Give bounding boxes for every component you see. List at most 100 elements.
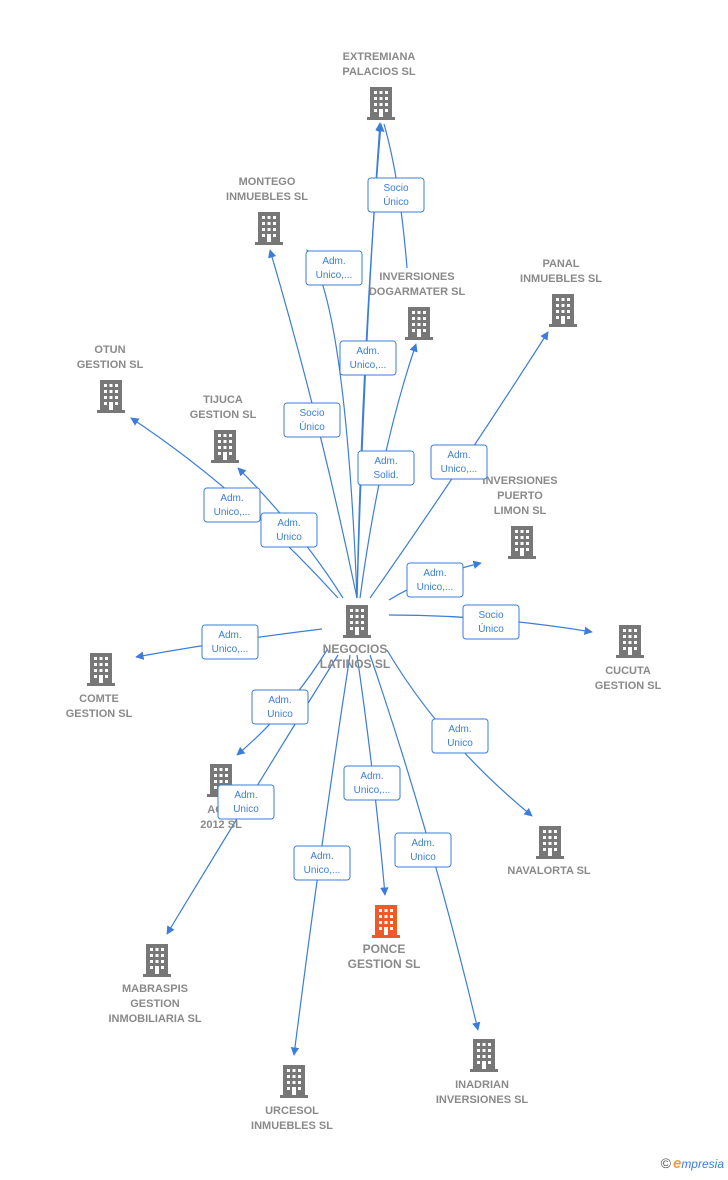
node-label: OTUN	[94, 344, 125, 356]
edge-label-text: Unico	[447, 738, 473, 749]
node-label: INVERSIONES	[482, 475, 557, 487]
building-icon	[470, 1039, 498, 1072]
building-icon	[280, 1065, 308, 1098]
edge-label-text: Adm.	[234, 790, 257, 801]
edge-label-e7[interactable]: Adm. Unico,...	[203, 487, 261, 523]
building-icon	[343, 605, 371, 638]
brand-logo-text: mpresia	[681, 1157, 724, 1171]
edge-label-text: Adm.	[268, 695, 291, 706]
node-label: PONCE	[363, 942, 406, 956]
node-inadrian[interactable]: INADRIAN INVERSIONES SL	[436, 1039, 529, 1106]
edge-label-text: Adm.	[360, 771, 383, 782]
node-extremiana[interactable]: EXTREMIANA PALACIOS SL	[342, 51, 416, 120]
edge-label-box	[343, 765, 401, 801]
node-label: GESTION SL	[66, 708, 133, 720]
edge-label-e14[interactable]: Adm.Unico	[217, 784, 275, 820]
edge-label-text: Unico,...	[316, 270, 353, 281]
node-label: EXTREMIANA	[343, 51, 416, 63]
node-label: INMOBILIARIA SL	[108, 1013, 201, 1025]
building-icon	[372, 905, 400, 938]
edge-label-text: Unico,...	[214, 507, 251, 518]
node-label: 2012 SL	[200, 819, 242, 831]
edge-label-text: Unico	[410, 852, 436, 863]
edge-label-text: Unico	[267, 709, 293, 720]
footer-credit: ©empresia	[661, 1155, 724, 1172]
building-icon	[211, 430, 239, 463]
edge-label-e13[interactable]: Adm.Unico	[431, 718, 489, 754]
edge-label-text: Adm.	[220, 493, 243, 504]
building-icon	[367, 87, 395, 120]
edge-label-box	[293, 845, 351, 881]
edge-label-box	[406, 562, 464, 598]
node-label: INMUEBLES SL	[226, 191, 308, 203]
node-label: INADRIAN	[455, 1079, 509, 1091]
node-label: PALACIOS SL	[342, 66, 415, 78]
building-icon	[508, 526, 536, 559]
node-label: GESTION SL	[348, 957, 421, 971]
edge-label-box	[430, 444, 488, 480]
edge-label-e15[interactable]: Adm. Unico,...	[343, 765, 401, 801]
edge-label-text: Adm.	[411, 838, 434, 849]
edge-label-e16[interactable]: Adm. Unico,...	[293, 845, 351, 881]
edge-label-text: Socio	[383, 183, 408, 194]
edge-labels-layer: Adm.Unico,...SocioÚnicoAdm.Unico,...Soci…	[201, 177, 520, 881]
edge-label-text: Unico,...	[212, 644, 249, 655]
brand-logo-initial: e	[672, 1155, 682, 1172]
edge-label-e5[interactable]: Adm.Solid.	[357, 450, 415, 486]
node-label: GESTION SL	[595, 680, 662, 692]
edge-label-box	[367, 177, 425, 213]
edge-label-text: Unico	[276, 532, 302, 543]
building-icon	[549, 294, 577, 327]
edge-label-text: Socio	[478, 610, 503, 621]
edge-label-e11[interactable]: Adm.Unico,...	[201, 624, 259, 660]
node-label: INMUEBLES SL	[251, 1120, 333, 1132]
edge-label-box	[251, 689, 309, 725]
edge-label-e9[interactable]: Adm.Unico,...	[406, 562, 464, 598]
edge-label-text: Único	[478, 622, 504, 635]
edge-label-box	[260, 512, 318, 548]
edge-label-text: Adm.	[310, 851, 333, 862]
edge-label-e3[interactable]: Adm.Unico,...	[339, 340, 397, 376]
edge-label-text: Adm.	[374, 456, 397, 467]
node-label: CUCUTA	[605, 665, 651, 677]
node-navalorta[interactable]: NAVALORTA SL	[507, 826, 591, 877]
edge-label-e6[interactable]: Adm.Unico,...	[430, 444, 488, 480]
building-icon	[97, 380, 125, 413]
building-icon	[616, 625, 644, 658]
edge-label-box	[394, 832, 452, 868]
edge-label-box	[305, 250, 363, 286]
edge-label-e12[interactable]: Adm. Unico	[251, 689, 309, 725]
node-label: LATINOS SL	[320, 657, 390, 671]
edge-label-text: Unico,...	[350, 360, 387, 371]
node-label: GESTION SL	[190, 409, 257, 421]
edge-label-text: Unico,...	[304, 865, 341, 876]
edge-label-e1[interactable]: Adm.Unico,...	[305, 250, 363, 286]
edge-label-e8[interactable]: Adm.Unico	[260, 512, 318, 548]
edge-label-e17[interactable]: Adm. Unico	[394, 832, 452, 868]
node-label: LIMON SL	[494, 505, 547, 517]
edge-label-text: Unico,...	[417, 582, 454, 593]
node-label: INVERSIONES SL	[436, 1094, 529, 1106]
building-icon	[87, 653, 115, 686]
node-label: PANAL	[542, 258, 579, 270]
node-cucuta[interactable]: CUCUTA GESTION SL	[595, 625, 662, 692]
edge-label-text: Unico,...	[354, 785, 391, 796]
edge-label-box	[201, 624, 259, 660]
node-label: NEGOCIOS	[323, 642, 388, 656]
